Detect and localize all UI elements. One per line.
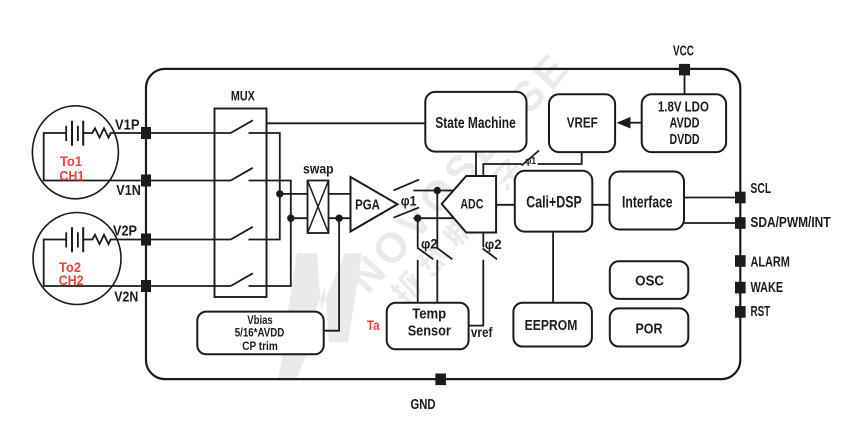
svg-text:SDA/PWM/INT: SDA/PWM/INT xyxy=(750,214,830,231)
svg-text:CH1: CH1 xyxy=(59,168,84,184)
svg-text:GND: GND xyxy=(411,397,436,413)
svg-text:φ1: φ1 xyxy=(525,156,536,167)
svg-text:MUX: MUX xyxy=(231,87,255,103)
svg-text:φ1: φ1 xyxy=(401,193,417,209)
svg-text:V2N: V2N xyxy=(114,289,138,306)
svg-text:1.8V LDO: 1.8V LDO xyxy=(658,99,709,115)
svg-text:V2P: V2P xyxy=(113,223,137,240)
svg-text:To2: To2 xyxy=(59,259,81,275)
svg-text:EEPROM: EEPROM xyxy=(525,318,578,334)
svg-text:To1: To1 xyxy=(60,153,82,169)
svg-text:V1N: V1N xyxy=(116,182,141,199)
svg-text:SCL: SCL xyxy=(750,180,771,197)
svg-text:WAKE: WAKE xyxy=(751,279,784,296)
svg-text:swap: swap xyxy=(303,160,334,176)
svg-text:PGA: PGA xyxy=(355,198,380,214)
svg-text:Interface: Interface xyxy=(622,194,673,212)
svg-text:OSC: OSC xyxy=(635,274,664,290)
svg-text:Cali+DSP: Cali+DSP xyxy=(526,194,582,212)
svg-text:vref: vref xyxy=(471,324,493,340)
svg-text:VCC: VCC xyxy=(673,43,694,59)
svg-text:V1P: V1P xyxy=(115,117,140,134)
svg-text:State Machine: State Machine xyxy=(435,115,516,132)
svg-text:Vbias: Vbias xyxy=(247,313,273,327)
svg-text:φ2: φ2 xyxy=(421,236,438,251)
svg-text:Sensor: Sensor xyxy=(408,324,452,340)
svg-text:CP trim: CP trim xyxy=(242,339,278,353)
svg-text:POR: POR xyxy=(636,322,663,338)
svg-text:5/16*AVDD: 5/16*AVDD xyxy=(235,326,285,340)
svg-text:VREF: VREF xyxy=(567,116,598,132)
svg-text:CH2: CH2 xyxy=(59,272,84,288)
svg-text:φ2: φ2 xyxy=(485,237,502,252)
svg-text:Ta: Ta xyxy=(367,317,380,333)
svg-text:ALARM: ALARM xyxy=(751,253,790,270)
svg-text:AVDD: AVDD xyxy=(670,116,700,132)
svg-text:RST: RST xyxy=(751,303,771,320)
svg-text:ADC: ADC xyxy=(460,197,483,212)
svg-text:DVDD: DVDD xyxy=(670,132,700,148)
svg-text:Temp: Temp xyxy=(412,307,446,323)
